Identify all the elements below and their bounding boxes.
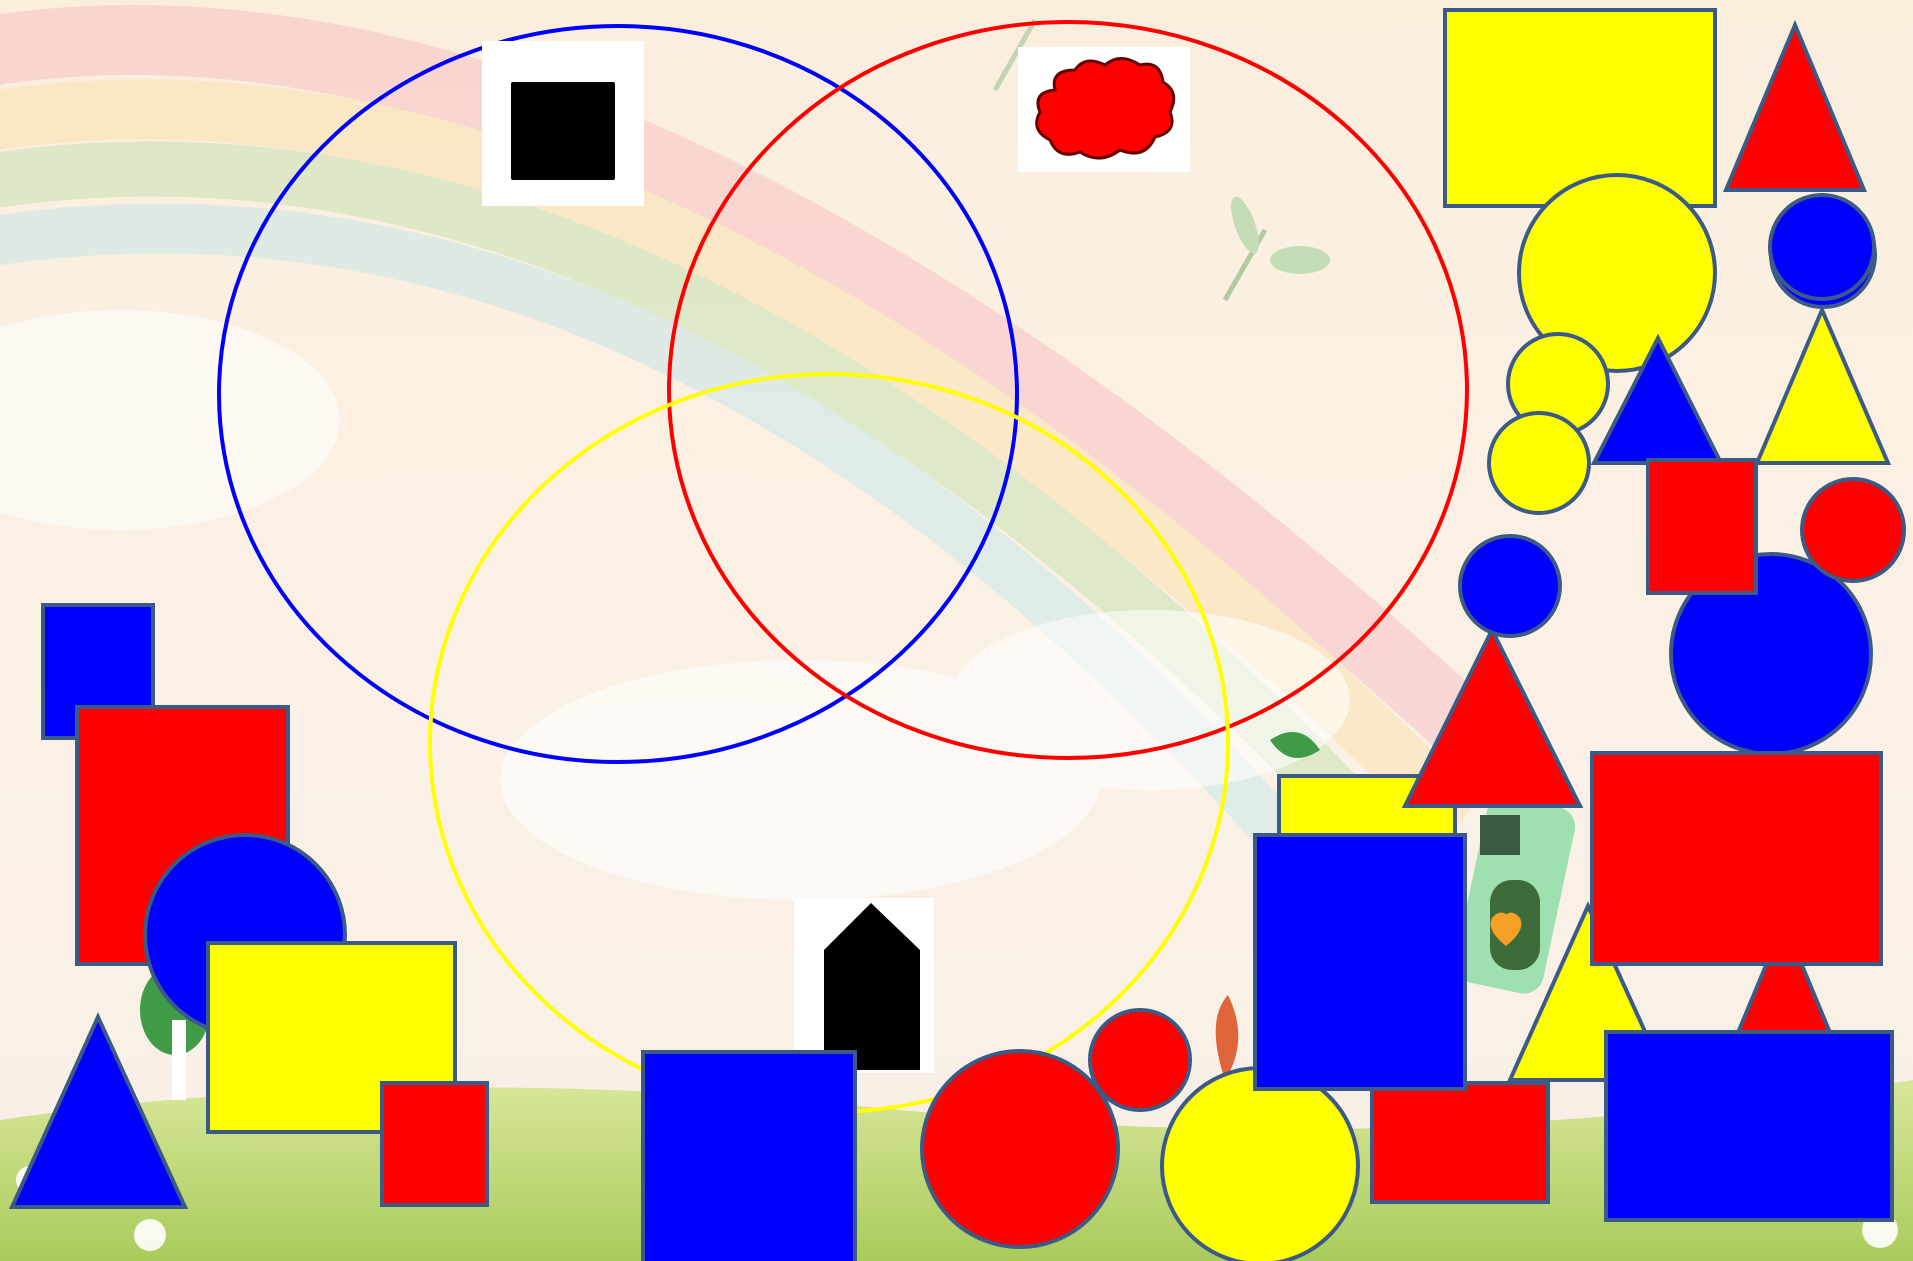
label-card-black-square	[482, 41, 644, 206]
label-card-red-cloud	[1018, 47, 1190, 172]
black-square-icon	[511, 82, 615, 180]
red-rectangle-piece[interactable]	[382, 1083, 487, 1205]
red-circle-piece[interactable]	[1802, 479, 1904, 581]
yellow-triangle-piece[interactable]	[1757, 310, 1888, 463]
red-circle-piece[interactable]	[922, 1051, 1118, 1247]
red-triangle-piece[interactable]	[1405, 630, 1580, 806]
blue-circle-piece[interactable]	[1770, 195, 1874, 299]
red-rectangle-piece[interactable]	[1592, 753, 1881, 964]
blue-rectangle-piece[interactable]	[643, 1052, 855, 1261]
blue-rectangle-piece[interactable]	[1255, 835, 1465, 1089]
blue-triangle-piece[interactable]	[12, 1017, 185, 1207]
blue-circle-piece[interactable]	[1460, 536, 1560, 636]
red-rectangle-piece[interactable]	[1648, 460, 1756, 593]
red-circle-piece[interactable]	[1090, 1010, 1190, 1110]
yellow-rectangle-piece[interactable]	[1445, 10, 1715, 206]
draggable-shapes	[12, 10, 1904, 1261]
label-card-black-house	[794, 898, 934, 1073]
red-triangle-piece[interactable]	[1726, 25, 1864, 190]
yellow-circle-piece[interactable]	[1489, 413, 1589, 513]
red-rectangle-piece[interactable]	[1372, 1083, 1548, 1202]
yellow-circle-piece[interactable]	[1162, 1068, 1358, 1261]
red-cloud-icon	[1037, 59, 1174, 159]
blue-rectangle-piece[interactable]	[1606, 1032, 1892, 1220]
